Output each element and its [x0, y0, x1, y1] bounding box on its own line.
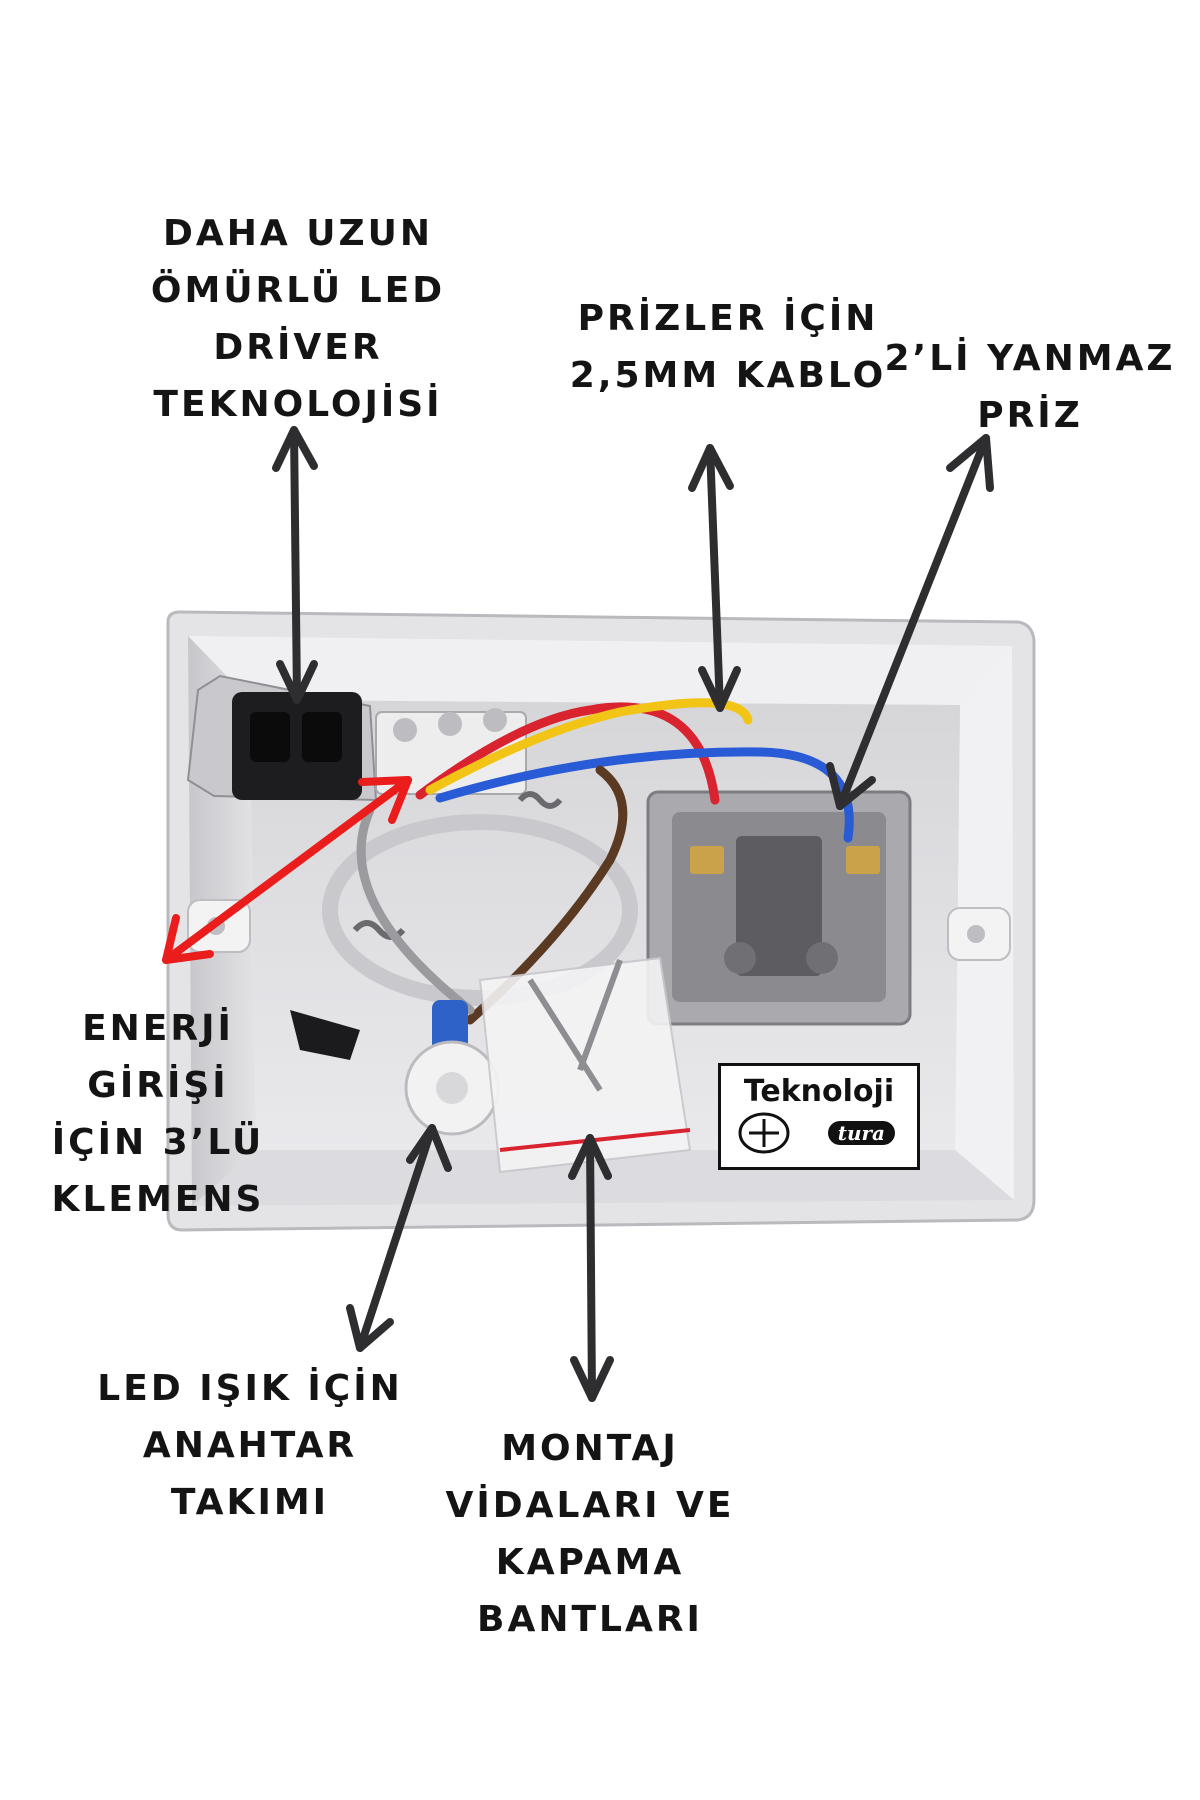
- arrow-screws: [568, 1134, 614, 1402]
- logo-title: Teknoloji: [743, 1074, 895, 1109]
- arrow-socket: [826, 434, 994, 810]
- annotation-arrows: [162, 426, 994, 1402]
- arrow-led-driver: [272, 426, 318, 704]
- arrow-switch: [346, 1124, 452, 1352]
- label-led-driver: DAHA UZUN ÖMÜRLÜ LED DRİVER TEKNOLOJİSİ: [150, 213, 446, 425]
- switch-assembly: [404, 1000, 500, 1136]
- screws-bag: [478, 956, 692, 1174]
- logo-brand: tura: [827, 1121, 895, 1145]
- plug-emblem-icon: [738, 1112, 790, 1154]
- label-screws: MONTAJ VİDALARI VE KAPAMA BANTLARI: [445, 1428, 735, 1640]
- brand-logo: Teknoloji tura: [718, 1063, 920, 1170]
- arrow-energy-input: [162, 776, 412, 964]
- label-switch: LED IŞIK İÇİN ANAHTAR TAKIMI: [97, 1368, 403, 1523]
- label-terminal: ENERJİ GİRİŞİ İÇİN 3’LÜ KLEMENS: [51, 1008, 265, 1220]
- arrow-cable: [688, 444, 741, 712]
- socket-unit: [646, 790, 912, 1026]
- label-cable: PRİZLER İÇİN 2,5MM KABLO: [569, 298, 887, 396]
- terminal-block: [375, 708, 527, 795]
- led-driver: [186, 674, 378, 802]
- label-socket: 2’Lİ YANMAZ PRİZ: [884, 338, 1176, 436]
